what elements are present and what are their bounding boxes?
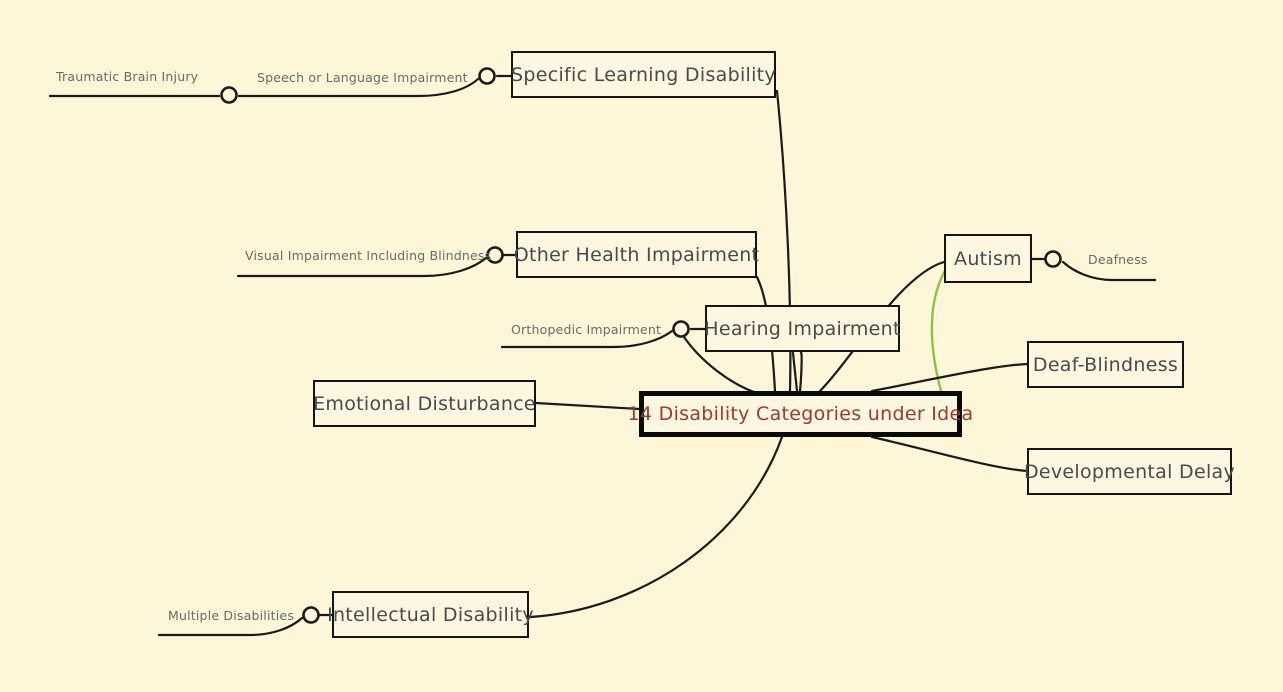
edge-visual-impairment-underline — [236, 256, 488, 278]
edge-speech-impairment-underline — [237, 77, 480, 98]
leaf-text-deafness: Deafness — [1088, 252, 1148, 267]
leaf-label-multiple-disabilities[interactable]: Multiple Disabilities — [168, 608, 294, 623]
node-intellectual-disability[interactable]: Intellectual Disability — [327, 591, 534, 638]
edge-root-to-deaf-blindness — [870, 362, 1029, 393]
leaf-label-traumatic-brain-injury[interactable]: Traumatic Brain Injury — [56, 69, 198, 84]
leaf-label-visual-impairment-including-blindness[interactable]: Visual Impairment Including Blindness — [245, 248, 491, 263]
node-autism[interactable]: Autism — [944, 234, 1032, 283]
marker-deafness — [1044, 250, 1062, 268]
node-label-specific-learning-disability: Specific Learning Disability — [511, 63, 776, 86]
node-root-14-disability-categories[interactable]: 14 Disability Categories under Idea — [628, 391, 973, 437]
marker-visual-impairment-including-blindness — [486, 246, 504, 264]
node-label-hearing-impairment: Hearing Impairment — [704, 317, 901, 340]
leaf-text-speech-or-language-impairment: Speech or Language Impairment — [257, 70, 468, 85]
marker-speech-or-language-impairment — [478, 67, 496, 85]
node-label-intellectual-disability: Intellectual Disability — [327, 603, 534, 626]
edge-orthopedic-impairment-underline — [500, 329, 674, 349]
leaf-text-traumatic-brain-injury: Traumatic Brain Injury — [56, 69, 199, 84]
edge-root-to-developmental-delay — [870, 435, 1029, 473]
node-specific-learning-disability[interactable]: Specific Learning Disability — [511, 51, 776, 98]
leaf-label-orthopedic-impairment[interactable]: Orthopedic Impairment — [511, 322, 661, 337]
node-label-root: 14 Disability Categories under Idea — [627, 403, 974, 425]
leaf-label-deafness[interactable]: Deafness — [1088, 252, 1148, 267]
leaf-text-orthopedic-impairment: Orthopedic Impairment — [511, 322, 662, 337]
leaf-label-speech-or-language-impairment[interactable]: Speech or Language Impairment — [257, 70, 468, 85]
marker-traumatic-brain-injury — [220, 86, 238, 104]
edge-orthopedic-marker-to-root — [682, 335, 762, 396]
marker-orthopedic-impairment — [672, 320, 690, 338]
node-label-deaf-blindness: Deaf-Blindness — [1032, 353, 1179, 376]
node-label-other-health-impairment: Other Health Impairment — [513, 243, 760, 266]
node-deaf-blindness[interactable]: Deaf-Blindness — [1027, 341, 1184, 388]
edge-deafness-underline — [1061, 260, 1157, 282]
node-emotional-disturbance[interactable]: Emotional Disturbance — [313, 380, 536, 427]
edge-multiple-disabilities-underline — [157, 616, 304, 637]
node-other-health-impairment[interactable]: Other Health Impairment — [513, 231, 760, 278]
edge-root-to-hearing-impairment — [798, 351, 803, 393]
node-hearing-impairment[interactable]: Hearing Impairment — [704, 305, 901, 352]
leaf-text-multiple-disabilities: Multiple Disabilities — [168, 608, 295, 623]
edge-root-to-specific-learning-disability — [775, 89, 792, 393]
edge-root-to-intellectual-disability — [528, 435, 784, 619]
node-label-autism: Autism — [954, 247, 1022, 270]
edge-root-to-hearing-impairment-trunk — [791, 351, 799, 393]
edge-root-to-emotional-disturbance — [534, 401, 641, 411]
leaf-text-visual-impairment-including-blindness: Visual Impairment Including Blindness — [245, 248, 492, 263]
edge-root-to-autism — [930, 262, 951, 393]
marker-multiple-disabilities — [302, 606, 320, 624]
node-developmental-delay[interactable]: Developmental Delay — [1023, 448, 1236, 495]
node-label-developmental-delay: Developmental Delay — [1023, 460, 1236, 483]
node-label-emotional-disturbance: Emotional Disturbance — [313, 392, 536, 415]
